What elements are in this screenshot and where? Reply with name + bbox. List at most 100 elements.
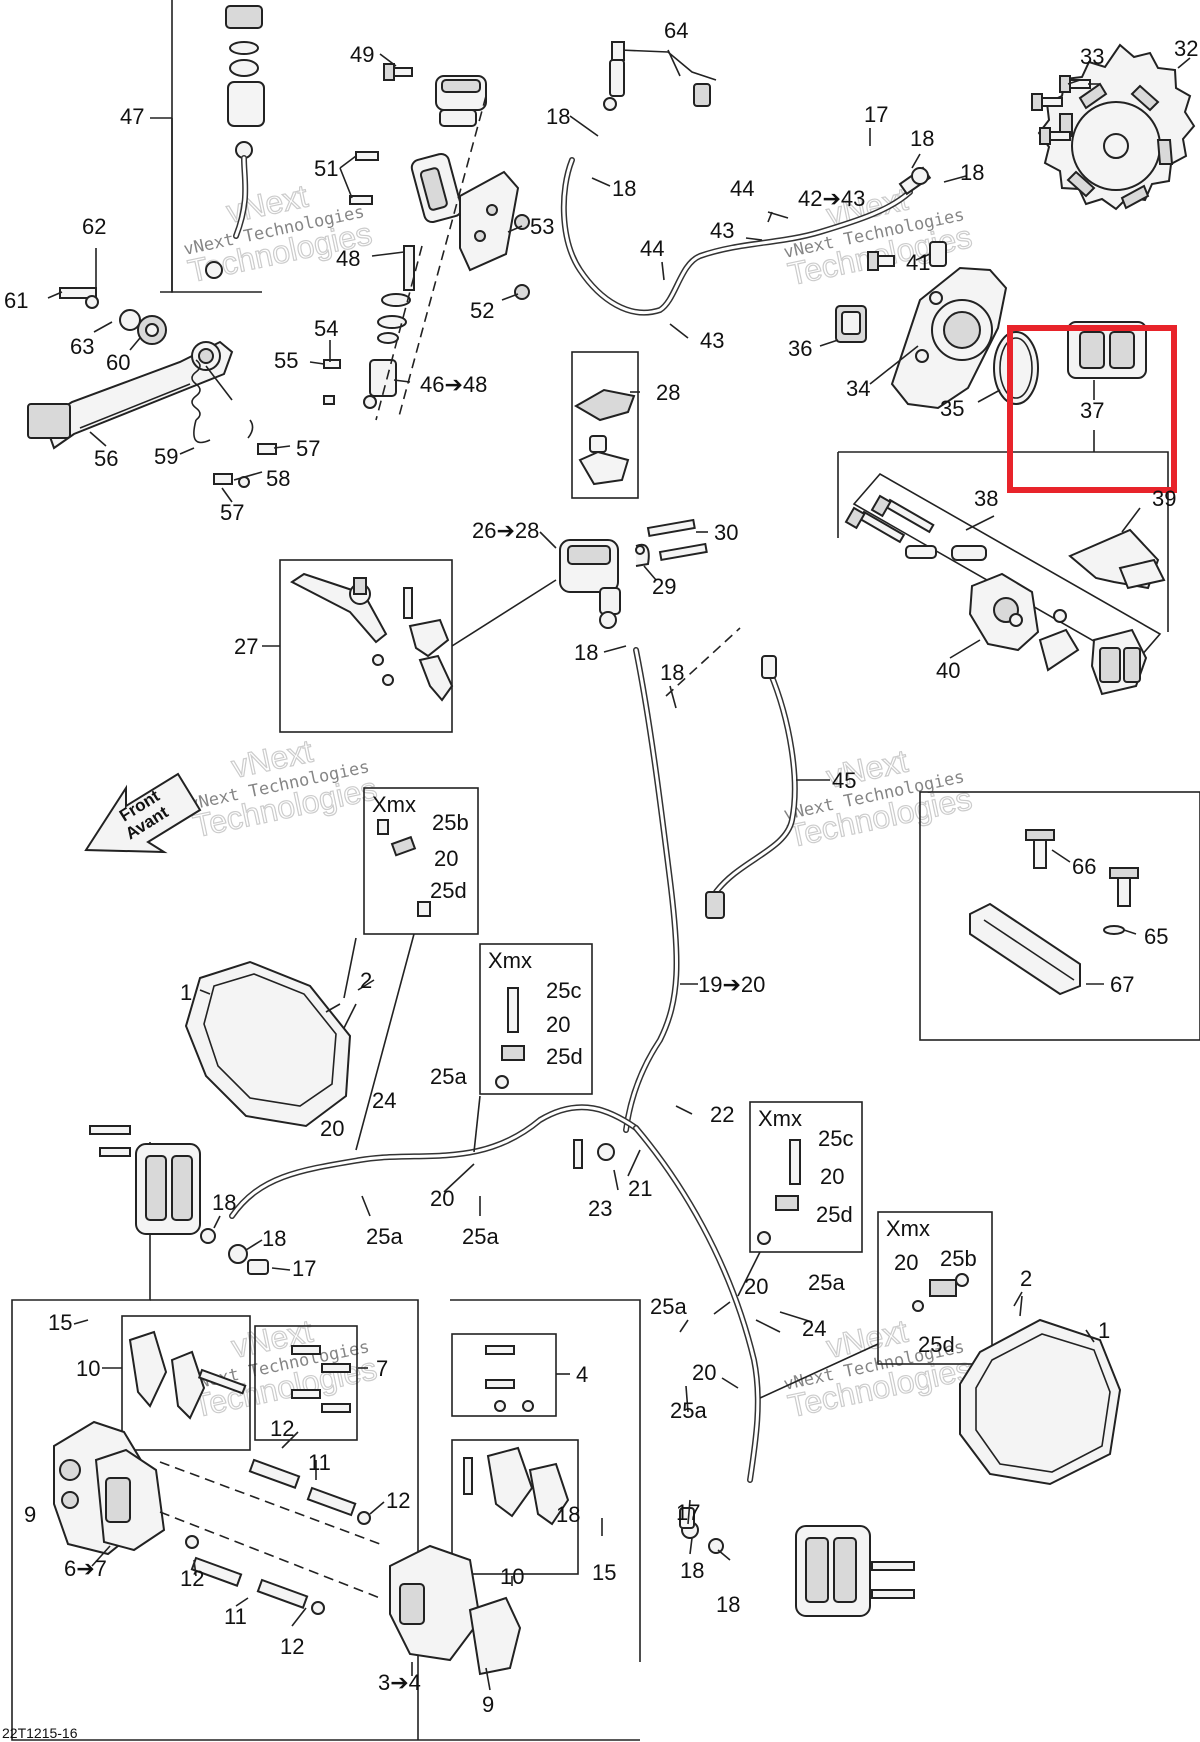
- callout-20: 20: [820, 1164, 844, 1189]
- callout-65: 65: [1144, 924, 1168, 949]
- xmx-label: Xmx: [758, 1106, 802, 1131]
- clamp-29: [635, 543, 650, 567]
- xmx-label: Xmx: [372, 792, 416, 817]
- xmx-box-4: [877, 1211, 993, 1365]
- callout-38: 38: [974, 486, 998, 511]
- front-master-cylinder-26: [559, 539, 621, 629]
- push-rod-48: [377, 245, 415, 344]
- master-cylinder-51: [349, 151, 463, 224]
- callout-59: 59: [154, 444, 178, 469]
- callout-11: 11: [308, 1450, 331, 1475]
- callout-18: 18: [546, 104, 570, 129]
- brake-pads: [128, 1330, 570, 1526]
- xmx-label: Xmx: [886, 1216, 930, 1241]
- callout-18: 18: [660, 660, 684, 685]
- callout-27: 27: [234, 634, 258, 659]
- caliper-pins: [185, 1458, 371, 1615]
- callout-58: 58: [266, 466, 290, 491]
- callout-57: 57: [296, 436, 320, 461]
- callout-20: 20: [434, 846, 458, 871]
- callout-52: 52: [470, 298, 494, 323]
- callout-25a: 25a: [670, 1398, 707, 1423]
- callout-55: 55: [274, 348, 298, 373]
- grommet-36: [835, 305, 867, 343]
- callout-45: 45: [832, 768, 856, 793]
- callout-33: 33: [1080, 44, 1104, 69]
- callout-48: 48: [336, 246, 360, 271]
- callout-18: 18: [960, 160, 984, 185]
- callout-7: 7: [376, 1356, 388, 1381]
- callout-18: 18: [680, 1558, 704, 1583]
- callout-3: 3➔4: [378, 1670, 421, 1695]
- callout-51: 51: [314, 156, 338, 181]
- callout-25a: 25a: [462, 1224, 499, 1249]
- callout-44: 44: [640, 236, 664, 261]
- main-front-hose: [623, 647, 680, 1133]
- callout-25d: 25d: [430, 878, 467, 903]
- highlight-box: [1007, 325, 1177, 493]
- pad-kit-box-1: [121, 1315, 251, 1451]
- callout-32: 32: [1174, 36, 1198, 61]
- callout-4: 4: [576, 1362, 588, 1387]
- callout-44: 44: [730, 176, 754, 201]
- rear-caliper-37: [1067, 321, 1147, 379]
- callout-17: 17: [292, 1256, 316, 1281]
- callout-37: 37: [1080, 398, 1104, 423]
- xmx-label: Xmx: [488, 948, 532, 973]
- callout-41: 41: [906, 250, 930, 275]
- reservoir-47: [205, 5, 265, 279]
- callout-21: 21: [628, 1176, 652, 1201]
- o-ring-35: [993, 331, 1039, 405]
- clamp-bolts-30: [646, 518, 708, 562]
- callout-54: 54: [314, 316, 338, 341]
- callout-1: 1: [180, 980, 192, 1005]
- rear-brake-disc: [1037, 43, 1196, 211]
- xmx-headers: Xmx Xmx Xmx Xmx: [372, 792, 930, 1241]
- callout-43: 43: [710, 218, 734, 243]
- callout-2: 2: [1020, 1266, 1032, 1291]
- callout-18: 18: [262, 1226, 286, 1251]
- callout-42: 42➔43: [798, 186, 865, 211]
- pad-shim-39: [1068, 528, 1166, 590]
- rear-brake-hose: [560, 157, 932, 316]
- leader-lines: [47, 49, 1191, 1691]
- callout-20: 20: [430, 1186, 454, 1211]
- diagram-code: 22T1215-16: [2, 1725, 78, 1741]
- callout-6: 6➔7: [64, 1556, 107, 1581]
- kit-pins: [291, 1345, 534, 1413]
- callout-64: 64: [664, 18, 688, 43]
- banjo-fittings: [200, 1139, 724, 1554]
- bracket-67: [969, 829, 1139, 996]
- callout-1: 1: [1098, 1318, 1110, 1343]
- callout-25b: 25b: [940, 1246, 977, 1271]
- callout-12: 12: [270, 1416, 294, 1441]
- front-caliper-left: [89, 1125, 201, 1235]
- pin-kit-box-7: [254, 1325, 358, 1441]
- callout-9: 9: [24, 1502, 36, 1527]
- callout-61: 61: [4, 288, 28, 313]
- callout-18: 18: [716, 1592, 740, 1617]
- callout-18: 18: [212, 1190, 236, 1215]
- callout-39: 39: [1152, 486, 1176, 511]
- callout-19: 19➔20: [698, 972, 765, 997]
- reservoir-49: [383, 63, 487, 127]
- callout-10: 10: [76, 1356, 100, 1381]
- callout-25a: 25a: [430, 1064, 467, 1089]
- callout-47: 47: [120, 104, 144, 129]
- bolts-52-54-55: [323, 214, 530, 405]
- callout-56: 56: [94, 446, 118, 471]
- bolt-41: [867, 241, 947, 271]
- caliper-detail-38-40: [844, 472, 1162, 696]
- callout-62: 62: [82, 214, 106, 239]
- callout-17: 17: [676, 1500, 700, 1525]
- disc-slots: [1059, 82, 1174, 210]
- callout-20: 20: [692, 1360, 716, 1385]
- bracket-detail-box: [919, 791, 1200, 1041]
- pin-kit-box-4: [451, 1333, 557, 1417]
- front-disc-right: [959, 1318, 1122, 1486]
- abs-hose-45: [705, 655, 798, 919]
- lower-front-hoses: [229, 1104, 761, 1483]
- callout-63: 63: [70, 334, 94, 359]
- callout-40: 40: [936, 658, 960, 683]
- caliper-detail-lower: [53, 1420, 522, 1676]
